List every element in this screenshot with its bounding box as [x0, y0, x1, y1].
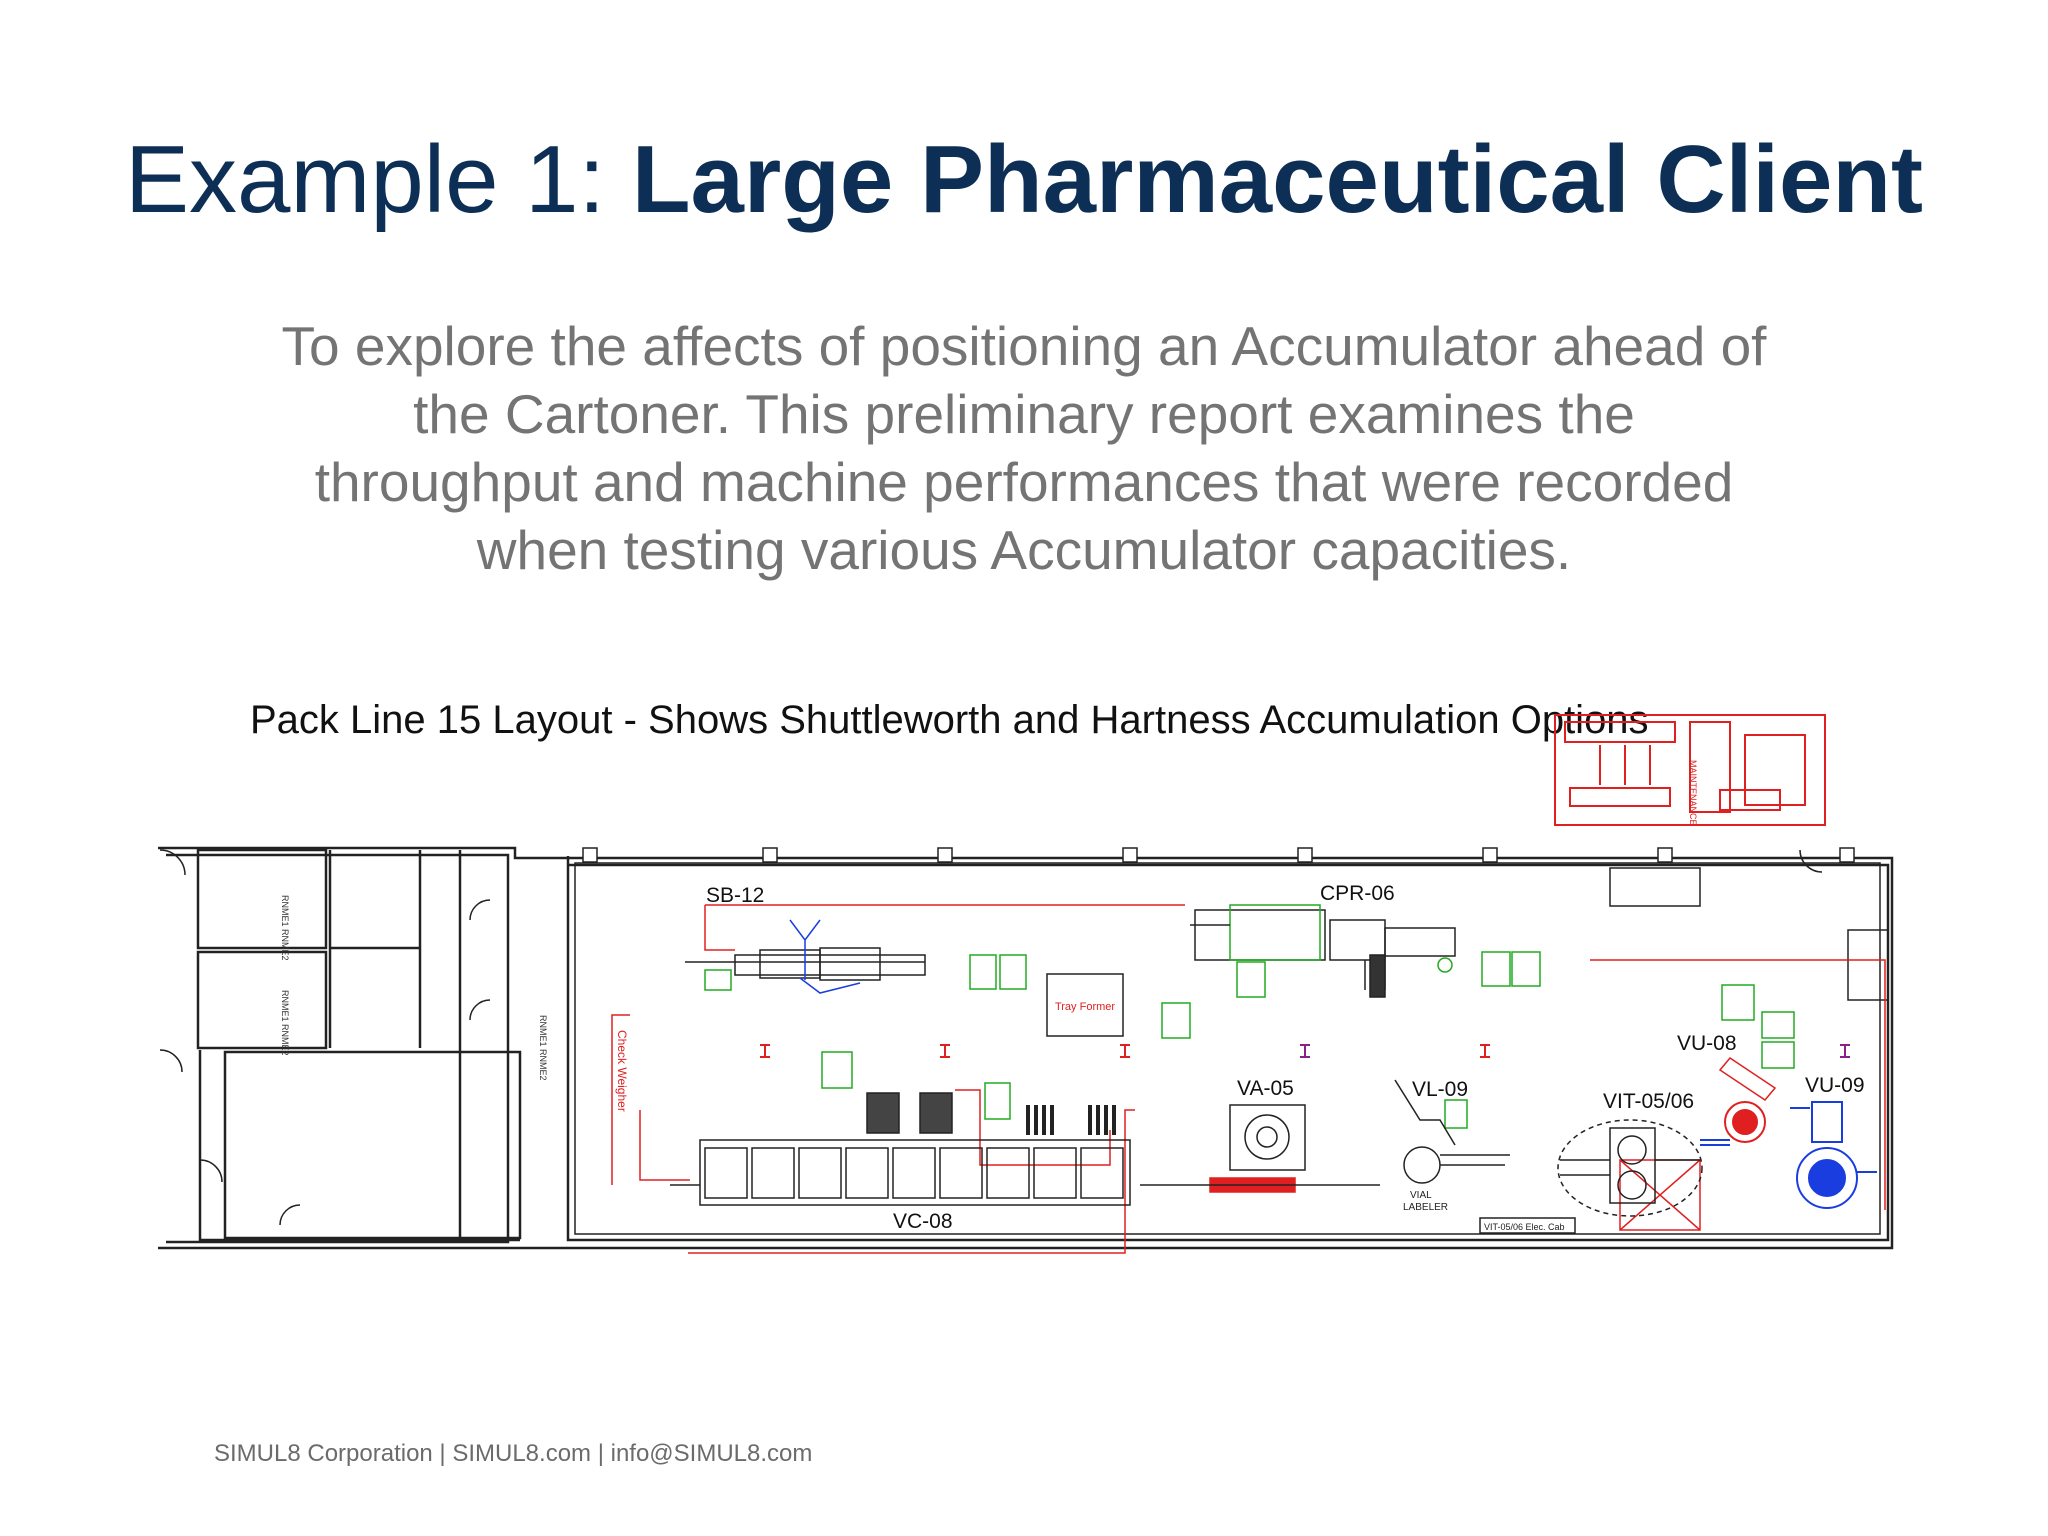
label-vc08: VC-08: [893, 1210, 953, 1233]
svg-text:Tray Former: Tray Former: [1055, 1001, 1115, 1013]
title-bold: Large Pharmaceutical Client: [631, 126, 1924, 233]
wall-columns: [582, 847, 1889, 1001]
svg-text:RNME1 RNME2: RNME1 RNME2: [280, 895, 290, 961]
label-vl09: VL-09: [1412, 1078, 1468, 1101]
door-arcs: [159, 849, 1823, 1226]
label-vu09: VU-09: [1805, 1074, 1865, 1097]
machine-labels: SB-12 CPR-06 VA-05 VL-09 VIT-05/06 VU-08…: [706, 882, 1865, 1233]
label-cpr06: CPR-06: [1320, 882, 1395, 905]
machine-vu08: [1700, 1101, 1766, 1146]
intro-line: throughput and machine performances that…: [314, 451, 1734, 513]
machine-cpr06: [1190, 904, 1456, 998]
machine-va05: [1140, 1104, 1380, 1193]
machine-vu09: [1790, 1101, 1877, 1209]
building-walls: [158, 846, 1894, 1250]
slide-title: Example 1: Large Pharmaceutical Client: [0, 125, 2048, 235]
intro-line: To explore the affects of positioning an…: [281, 315, 1767, 377]
svg-text:VIAL: VIAL: [1410, 1190, 1432, 1201]
intro-line: when testing various Accumulator capacit…: [476, 519, 1572, 581]
red-markup: Check Weigher: [611, 904, 1886, 1254]
machine-vl09: VIAL LABELER: [1394, 1079, 1510, 1213]
label-vu08: VU-08: [1677, 1032, 1737, 1055]
intro-paragraph: To explore the affects of positioning an…: [200, 312, 1848, 584]
machine-vit0506: VIT-05/06 Elec. Cab: [1479, 1119, 1703, 1234]
label-vit0506: VIT-05/06: [1603, 1090, 1694, 1113]
column-markers: [760, 1044, 1850, 1058]
machine-vc08: [670, 1092, 1131, 1206]
svg-text:VIT-05/06 Elec. Cab: VIT-05/06 Elec. Cab: [1484, 1222, 1565, 1232]
slide-footer: SIMUL8 Corporation | SIMUL8.com | info@S…: [214, 1440, 813, 1467]
intro-line: the Cartoner. This preliminary report ex…: [413, 383, 1635, 445]
label-va05: VA-05: [1237, 1077, 1294, 1100]
svg-text:Check Weigher: Check Weigher: [615, 1030, 629, 1112]
machine-sb12: [685, 919, 926, 994]
tray-former: Tray Former: [1046, 973, 1124, 1037]
label-sb12: SB-12: [706, 884, 764, 907]
svg-text:MAINTENANCE: MAINTENANCE: [1688, 760, 1698, 826]
green-pallets: [704, 951, 1795, 1129]
room-labels: RNME1 RNME2 RNME1 RNME2 RNME1 RNME2: [280, 895, 548, 1081]
svg-text:LABELER: LABELER: [1403, 1202, 1448, 1213]
svg-text:RNME1 RNME2: RNME1 RNME2: [538, 1015, 548, 1081]
title-regular: Example 1:: [124, 126, 632, 233]
office-block: MAINTENANCE: [1554, 714, 1826, 826]
floor-plan-drawing: MAINTENANCE RNME1 RNME2 RNME1 RNME2 RNME…: [158, 714, 1894, 1254]
svg-text:RNME1 RNME2: RNME1 RNME2: [280, 990, 290, 1056]
